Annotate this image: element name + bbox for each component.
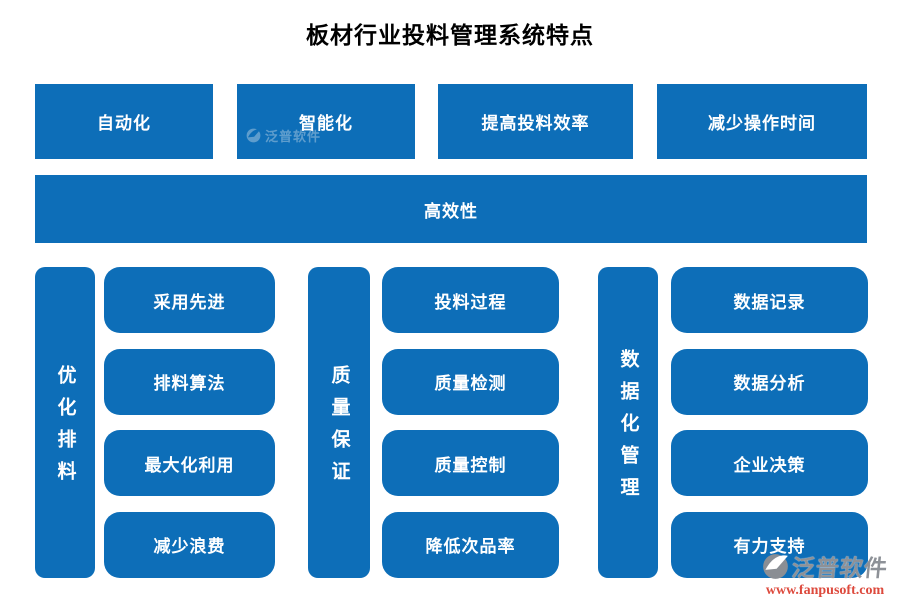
item-adopt-advanced: 采用先进	[104, 267, 275, 333]
brand-logo-icon	[763, 553, 788, 579]
feature-box-feeding-efficiency: 提高投料效率	[438, 84, 633, 159]
item-data-recording: 数据记录	[671, 267, 868, 333]
brand-name: 泛普软件	[790, 555, 890, 581]
group-header-optimize-nesting: 优化排料	[35, 267, 95, 578]
item-feeding-process: 投料过程	[382, 267, 559, 333]
group-data-management: 数据化管理 数据记录 数据分析 企业决策 有力支持	[598, 267, 868, 578]
item-enterprise-decision: 企业决策	[671, 430, 868, 497]
item-quality-control: 质量控制	[382, 430, 559, 497]
feature-box-reduce-operation-time: 减少操作时间	[657, 84, 867, 159]
feature-box-intelligence: 智能化	[237, 84, 415, 159]
group-quality-assurance: 质量保证 投料过程 质量检测 质量控制 降低次品率	[308, 267, 559, 578]
item-data-analysis: 数据分析	[671, 348, 868, 415]
group-items: 数据记录 数据分析 企业决策 有力支持	[671, 267, 868, 578]
brand-url: www.fanpusoft.com	[765, 583, 885, 598]
group-items: 采用先进 排料算法 最大化利用 减少浪费	[104, 267, 275, 578]
item-maximize-utilization: 最大化利用	[104, 430, 275, 497]
page-title: 板材行业投料管理系统特点	[306, 22, 594, 48]
group-optimize-nesting: 优化排料 采用先进 排料算法 最大化利用 减少浪费	[35, 267, 275, 578]
item-reduce-waste: 减少浪费	[104, 511, 275, 578]
group-header-data-management: 数据化管理	[598, 267, 658, 578]
brand-watermark: 泛普软件 www.fanpusoft.com	[762, 549, 890, 599]
item-nesting-algorithm: 排料算法	[104, 348, 275, 415]
group-header-quality-assurance: 质量保证	[308, 267, 370, 578]
feature-box-automation: 自动化	[35, 84, 213, 159]
item-quality-inspection: 质量检测	[382, 348, 559, 415]
banner-high-efficiency: 高效性	[35, 175, 867, 243]
item-reduce-defect-rate: 降低次品率	[382, 511, 559, 578]
group-items: 投料过程 质量检测 质量控制 降低次品率	[382, 267, 559, 578]
brand-row: 泛普软件	[762, 549, 890, 583]
